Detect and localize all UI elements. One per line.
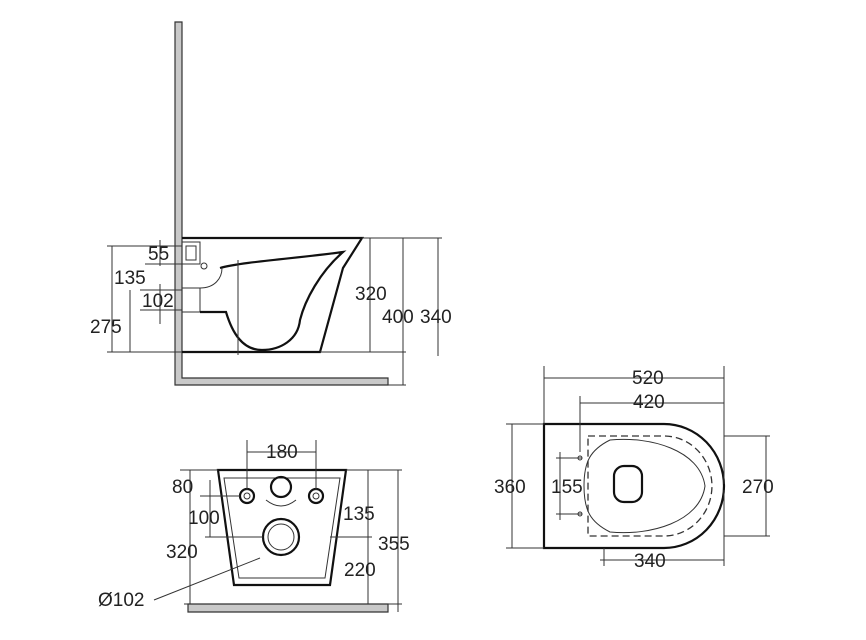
top-view: 520 420 360 155 270 340 (494, 366, 774, 572)
dim-55: 55 (148, 244, 169, 265)
rim-curve (265, 499, 297, 507)
fixing-hole-left (238, 487, 256, 505)
dim-420: 420 (633, 392, 665, 413)
dim-135: 135 (343, 504, 375, 525)
dim-340: 340 (634, 551, 666, 572)
bowl-inner (200, 250, 347, 352)
dim-135: 135 (114, 268, 146, 289)
outlet-fitting (182, 287, 201, 313)
drain-outlet (612, 464, 644, 504)
dim-320: 320 (355, 284, 387, 305)
bowl-trap (199, 267, 223, 289)
back-outline (216, 468, 348, 587)
fixing-hole-right (307, 487, 325, 505)
dim-355: 355 (378, 534, 410, 555)
inlet-fitting-inner (185, 245, 197, 261)
dim-180: 180 (266, 442, 298, 463)
inlet-fitting (181, 241, 201, 265)
dim-80: 80 (172, 477, 193, 498)
dim-320: 320 (166, 542, 198, 563)
wall-section (174, 21, 389, 386)
inlet-hole (269, 475, 293, 499)
dim-340: 340 (420, 307, 452, 328)
dim-270: 270 (742, 477, 774, 498)
dim-102: 102 (142, 291, 174, 312)
floor-section (187, 603, 389, 613)
side-view: 55 135 102 275 320 400 340 (90, 21, 452, 386)
bowl-opening (583, 438, 706, 534)
bowl-outline (182, 236, 364, 354)
dim-360: 360 (494, 477, 526, 498)
dim-275: 275 (90, 317, 122, 338)
back-inner-outline (223, 477, 341, 579)
dim-155: 155 (551, 477, 583, 498)
dim-220: 220 (344, 560, 376, 581)
dim-400: 400 (382, 307, 414, 328)
back-view: 180 80 100 320 135 355 220 Ø102 (98, 440, 410, 613)
dim-100: 100 (188, 508, 220, 529)
bowl-rim-hidden (587, 435, 713, 537)
dim-520: 520 (632, 368, 664, 389)
top-outline (542, 422, 726, 550)
dim-diameter: Ø102 (98, 590, 144, 611)
inlet-hole (200, 262, 208, 270)
